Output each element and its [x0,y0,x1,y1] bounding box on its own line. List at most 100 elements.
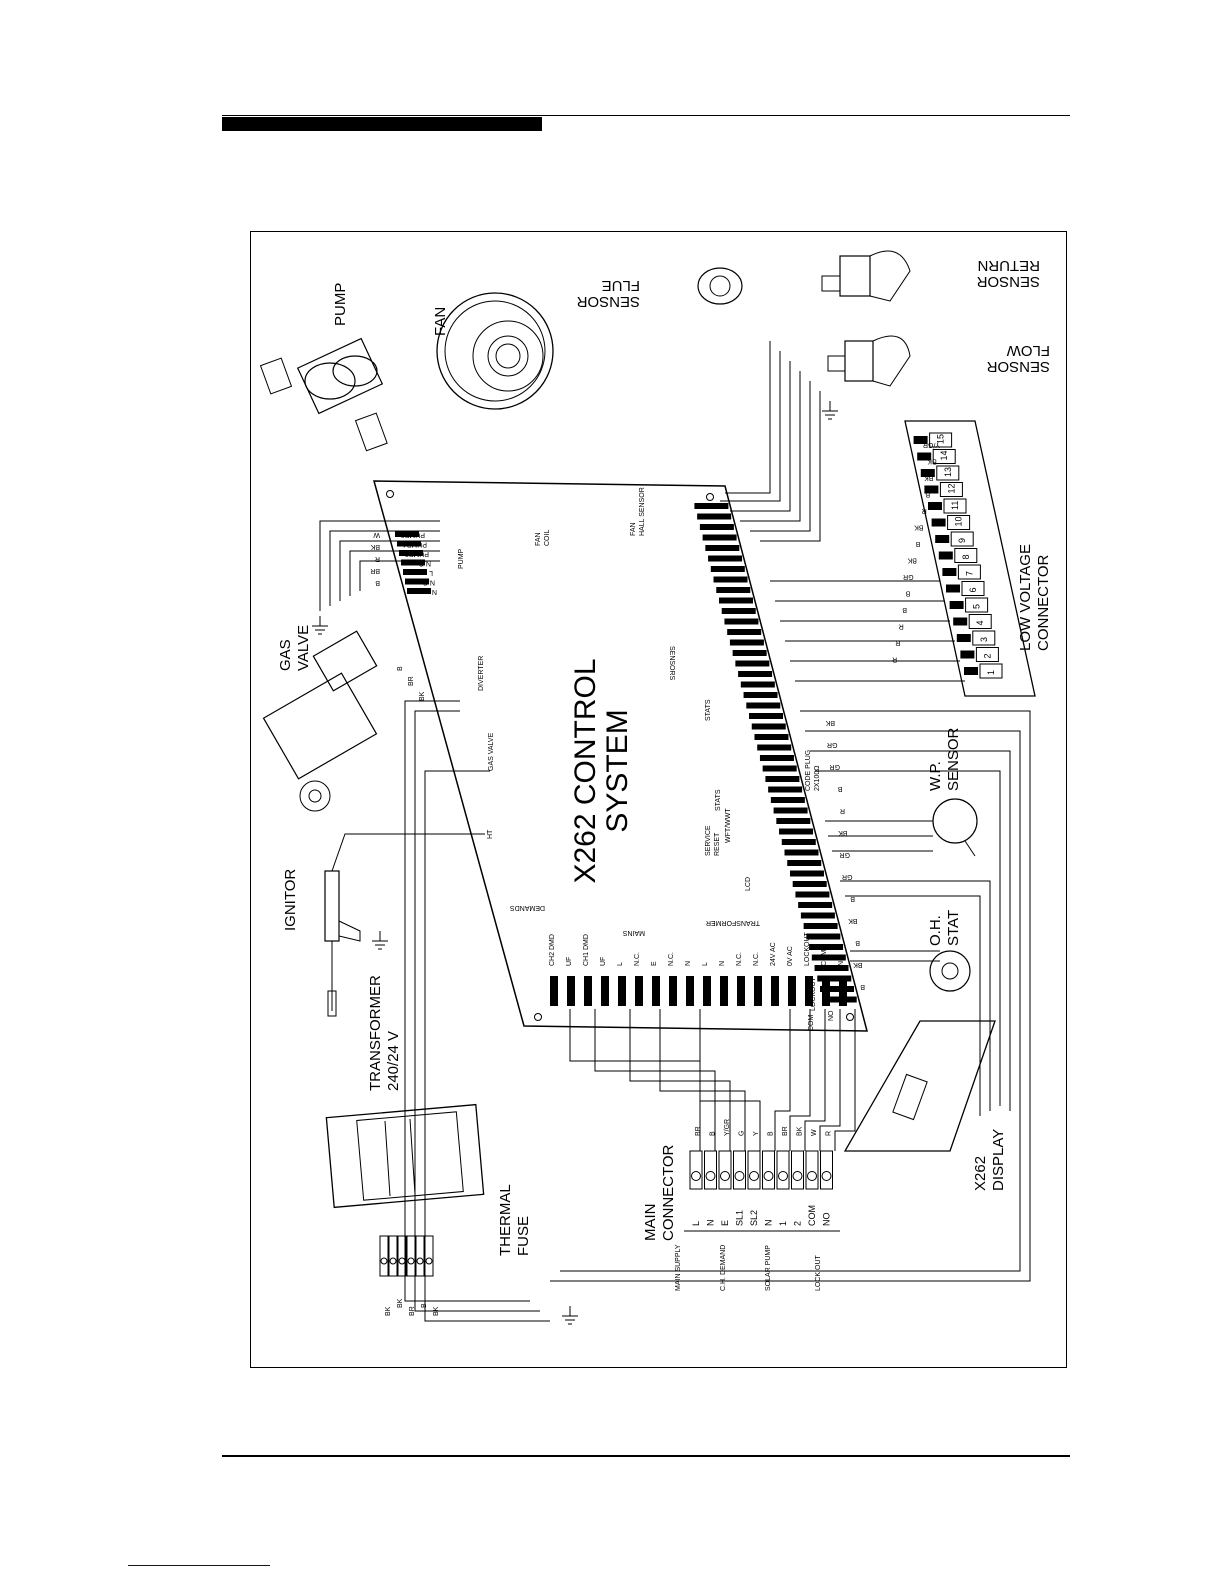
lv-terminal-number: 8 [961,554,971,559]
footer-link-underline [128,1565,270,1566]
main-terminal-screw [821,1171,832,1181]
lv-terminal-contact [949,601,964,609]
bottom-pin-label: 0V AC [787,946,794,966]
lv-terminal-number: 15 [936,434,946,444]
lv-terminal-number: 10 [954,516,964,526]
label-fan-coil-2: COIL [544,530,551,546]
bottom-pin-label: N [685,961,692,966]
main-terminal-screw [792,1171,803,1181]
pump-wire-label: BK [370,543,380,550]
ignitor-label: IGNITOR [282,869,299,931]
bottom-pin-label: L [702,962,709,966]
right-pin [724,618,759,625]
return-sensor-label-2: SENSOR [976,273,1040,290]
gas-wire-label: BR [408,676,415,686]
lv-terminal [965,597,989,613]
right-pin [729,639,764,646]
lv-terminal [961,581,985,596]
main-terminal [791,1150,804,1190]
wire [720,351,781,502]
right-wire-label: GR [827,741,838,748]
fuse-terminal-screw [416,1257,424,1265]
label-mains: MAINS [623,929,646,936]
lv-terminal-contact [953,617,968,626]
right-pin [727,629,762,635]
label-demands: DEMANDS [510,904,545,911]
board-title-line2: SYSTEM [601,709,634,832]
lv-terminal-number: 1 [986,670,996,675]
bottom-pin [550,976,558,1006]
right-pin [697,513,732,520]
lv-terminal [947,515,971,530]
right-wire-label: R [840,807,845,814]
low-voltage-connector [904,420,1036,697]
gas-wire-label: BK [419,691,426,701]
header-bar [222,117,542,131]
wire [414,710,540,1312]
main-group-label: MAIN SUPPLY [675,1244,682,1291]
pump-component [259,337,388,452]
pump-label: PUMP [332,283,349,326]
right-pin [779,828,814,835]
main-terminal-label: L [691,1221,701,1226]
lv-terminal-number: 14 [939,450,949,460]
wire [560,730,1021,1272]
pump-pin [407,588,431,594]
right-pin [784,849,819,856]
right-wire-label: BK [825,719,835,726]
lv-terminal-number: 11 [950,501,960,510]
pump-pin [401,559,425,566]
display-label-2: DISPLAY [990,1129,1007,1191]
wire [725,341,771,494]
main-terminal-label: SL1 [735,1210,745,1226]
main-wire-label: Y/GR [724,1119,731,1136]
main-wire-label: W [811,1129,818,1136]
ground-icon [312,616,328,635]
right-pin [699,524,734,530]
main-terminal [689,1150,703,1190]
board-hole [386,490,394,498]
gas-valve-label-1: GAS [277,639,294,671]
fuse-terminal [424,1235,434,1277]
lv-terminal-contact [960,650,975,659]
main-terminal-screw [705,1171,716,1181]
right-pin [705,545,740,551]
right-pin [773,807,808,814]
gas-valve-label-2: VALVE [295,625,312,671]
fuse-terminal [415,1235,425,1277]
right-pin [776,818,811,824]
wire [339,540,440,601]
label-sensors: SENSORS [668,646,675,681]
transformer-component [325,1103,485,1209]
right-pin-header [694,503,857,1003]
header-rule [222,115,1070,116]
lv-wire-label: Y/GR [923,441,940,448]
main-connector-label-1: MAIN [642,1204,659,1242]
right-wire-label: GR [840,851,851,858]
bottom-pin [567,976,575,1006]
right-pin [716,587,751,593]
bottom-pin [584,976,592,1006]
thermal-fuse-label-2: FUSE [515,1216,532,1256]
wire [815,770,1001,1106]
lv-terminal-number: 5 [972,604,982,609]
lv-terminal-number: 13 [943,467,953,477]
wire [804,1009,826,1151]
right-pin [721,608,756,614]
fuse-terminal [406,1235,416,1277]
right-pin [713,576,748,583]
wire [329,530,440,606]
display-label-1: X262 [972,1156,989,1191]
oh-stat-label-1: O.H. [927,915,944,946]
right-wire-label: BK [848,917,858,924]
lv-terminal-number: 2 [982,653,992,658]
wire [774,1009,791,1151]
bottom-pin-label: N.C. [668,952,675,966]
wire [834,1009,856,1151]
lv-wire-label: R [892,656,897,663]
label-service-reset-2: RESET [714,832,721,856]
bottom-pin [601,976,609,1006]
label-lcd: LCD [745,877,752,891]
